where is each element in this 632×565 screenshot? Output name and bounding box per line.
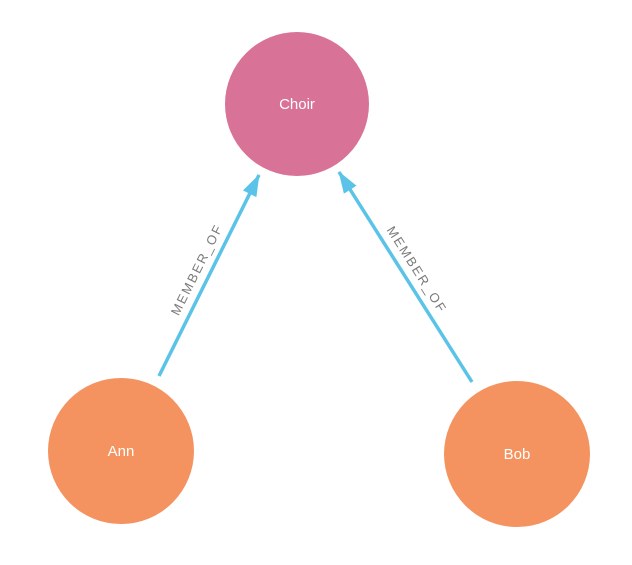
edge-label-bob-choir[interactable]: MEMBER_OF [384,223,450,316]
node-label-ann: Ann [108,443,135,460]
node-label-bob: Bob [504,446,531,463]
edge-bob-choir: MEMBER_OF [337,171,474,383]
node-circle-choir[interactable] [225,32,369,176]
edge-line-ann-choir[interactable] [157,174,261,377]
node-ann: Ann [48,378,194,524]
node-bob: Bob [444,381,590,527]
node-label-choir: Choir [279,96,315,113]
edge-line-bob-choir[interactable] [337,171,474,383]
edge-ann-choir: MEMBER_OF [157,174,261,377]
node-circle-bob[interactable] [444,381,590,527]
node-choir: Choir [225,32,369,176]
node-circle-ann[interactable] [48,378,194,524]
